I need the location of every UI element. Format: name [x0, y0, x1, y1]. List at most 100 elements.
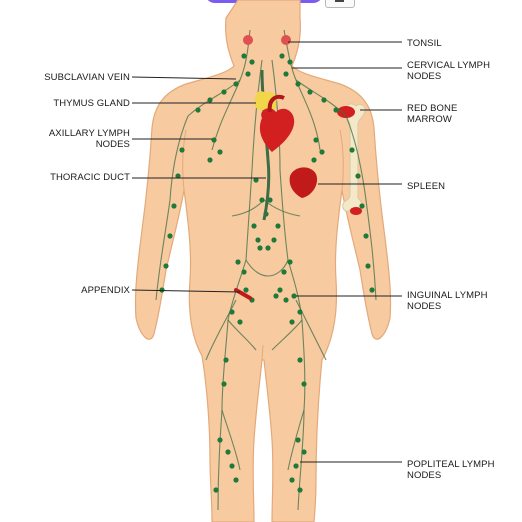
lymph-node	[257, 245, 263, 251]
label-tonsil: TONSIL	[407, 38, 442, 49]
appendix-icon	[234, 288, 252, 300]
left-arm-crease	[182, 129, 187, 191]
lymph-node	[237, 319, 243, 325]
lymph-node	[245, 71, 251, 77]
lymph-node	[321, 97, 327, 103]
lymph-node	[171, 203, 177, 209]
lymph-node	[241, 269, 247, 275]
leg-gap	[261, 344, 264, 361]
lymph-node	[307, 89, 313, 95]
lymph-node	[233, 81, 239, 87]
right-arm-crease	[339, 129, 344, 191]
lymph-node	[319, 149, 325, 155]
lymph-node	[265, 245, 271, 251]
label-spleen: SPLEEN	[407, 181, 446, 192]
spleen-icon	[289, 167, 318, 198]
lymph-node	[311, 157, 317, 163]
lymph-node	[301, 381, 307, 387]
lymph-node	[293, 463, 299, 469]
minimize-button[interactable]	[325, 0, 355, 8]
lymph-node	[225, 449, 231, 455]
lymph-node	[289, 319, 295, 325]
lymph-node	[271, 237, 277, 243]
lymph-vessel	[271, 319, 303, 351]
lymph-node	[279, 53, 285, 59]
lymph-vessel	[205, 299, 237, 361]
leader-subclavian	[131, 76, 237, 80]
lymph-node	[167, 233, 173, 239]
lymph-node	[365, 263, 371, 269]
label-popliteal-lymph-nodes: POPLITEAL LYMPH NODES	[407, 459, 495, 481]
tonsil-left	[243, 35, 253, 45]
label-appendix: APPENDIX	[81, 285, 130, 296]
lymph-node	[275, 223, 281, 229]
lymph-node	[333, 107, 339, 113]
lymph-node	[235, 259, 241, 265]
label-inguinal-lymph-nodes: INGUINAL LYMPH NODES	[407, 290, 488, 312]
label-subclavian-vein: SUBCLAVIAN VEIN	[44, 72, 130, 83]
lymph-node	[259, 197, 265, 203]
femur-bone-icon	[342, 103, 366, 215]
lymph-node	[195, 107, 201, 113]
lymph-node	[213, 487, 219, 493]
label-thymus-gland: THYMUS GLAND	[53, 98, 130, 109]
lymph-node	[283, 71, 289, 77]
lymph-node	[287, 59, 293, 65]
lymph-node	[297, 357, 303, 363]
lymph-node	[223, 357, 229, 363]
lymph-node	[291, 293, 297, 299]
label-cervical-lymph-nodes: CERVICAL LYMPH NODES	[407, 60, 491, 82]
aorta	[267, 94, 285, 113]
label-thoracic-duct: THORACIC DUCT	[50, 172, 130, 183]
tonsil-right	[281, 35, 291, 45]
lymph-node	[295, 81, 301, 87]
lymph-node	[243, 287, 249, 293]
lymph-node	[211, 137, 217, 143]
heart-icon	[259, 108, 295, 152]
lymph-vessel	[295, 299, 327, 361]
lymph-node	[287, 259, 293, 265]
lymph-node	[283, 297, 289, 303]
lymph-node	[363, 233, 369, 239]
lymph-node	[179, 147, 185, 153]
lymph-node	[273, 293, 279, 299]
lymph-node	[229, 463, 235, 469]
lymph-node	[369, 287, 375, 293]
lymph-nodes	[159, 53, 375, 493]
leader-appendix	[131, 289, 241, 293]
label-axillary-lymph-nodes: AXILLARY LYMPH NODES	[48, 128, 130, 150]
lymph-node	[349, 147, 355, 153]
lymph-node	[289, 477, 295, 483]
lymph-node	[295, 437, 301, 443]
lymph-node	[359, 203, 365, 209]
label-red-bone-marrow: RED BONE MARROW	[407, 103, 458, 125]
lymph-node	[253, 177, 259, 183]
lymph-node	[207, 97, 213, 103]
lymph-node	[233, 477, 239, 483]
red-marrow-top	[337, 106, 355, 118]
lymph-node	[207, 157, 213, 163]
lymph-node	[281, 269, 287, 275]
lymph-vessel	[271, 59, 289, 261]
lymph-node	[297, 487, 303, 493]
lymph-node	[241, 53, 247, 59]
lymph-node	[159, 287, 165, 293]
lymph-node	[251, 223, 257, 229]
lymph-node	[301, 449, 307, 455]
label-leader-lines	[131, 41, 402, 463]
lymph-node	[163, 263, 169, 269]
body-silhouette	[134, 0, 392, 522]
lymph-vessel	[287, 409, 305, 471]
lymph-node	[249, 59, 255, 65]
lymph-node	[313, 137, 319, 143]
lymph-vessel	[221, 409, 241, 471]
lymph-node	[229, 309, 235, 315]
lymph-vessel	[245, 259, 289, 277]
lymph-vessel	[227, 319, 257, 351]
lymph-node	[217, 149, 223, 155]
lymph-vessel	[155, 115, 189, 301]
lymph-vessel	[245, 59, 263, 261]
lymph-node	[221, 381, 227, 387]
